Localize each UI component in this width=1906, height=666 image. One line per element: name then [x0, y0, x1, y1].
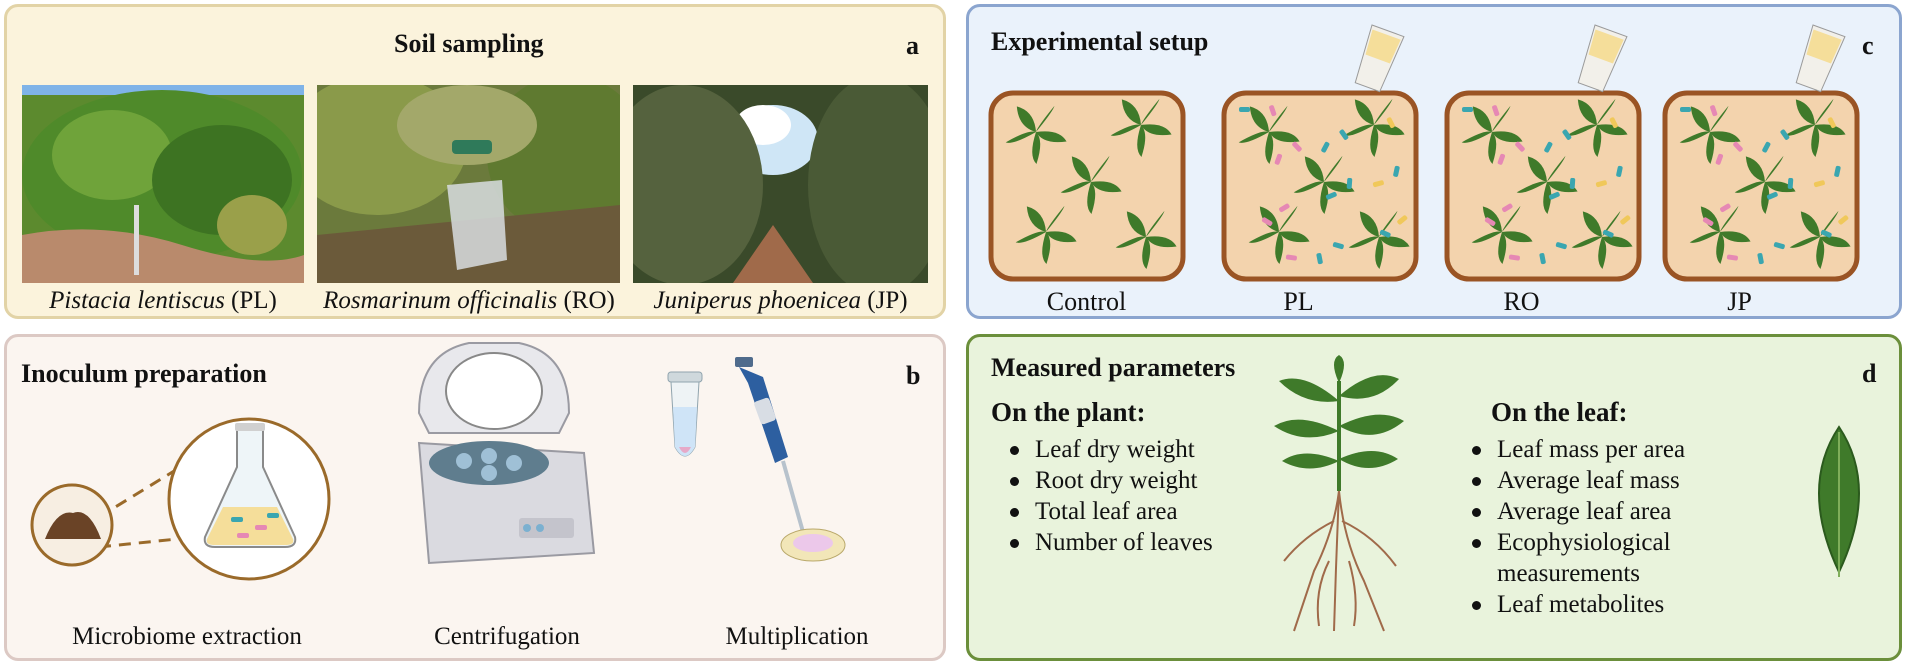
panel-b-letter: b	[906, 361, 921, 390]
panel-soil-sampling: Soil sampling a	[4, 4, 946, 319]
panel-a-letter: a	[906, 31, 919, 60]
leaf-measures-list: Leaf mass per area Average leaf mass Ave…	[1467, 434, 1727, 620]
list-item: Average leaf mass	[1467, 465, 1727, 496]
soil-pile-icon	[30, 483, 114, 567]
treatment-label-jp: JP	[1727, 287, 1752, 316]
microbiome-extraction-illustration	[30, 417, 331, 581]
list-item: Total leaf area	[1005, 496, 1213, 527]
panel-c-title: Experimental setup	[991, 27, 1209, 56]
petri-dish-icon	[780, 528, 846, 562]
list-item: Leaf mass per area	[1467, 434, 1727, 465]
treatment-label-pl: PL	[1283, 287, 1314, 316]
inoculum-tube-icon	[1577, 24, 1628, 93]
caption-photo-1: Pistacia lentiscus (PL)	[22, 287, 304, 315]
list-item: Ecophysiological measurements	[1467, 527, 1727, 589]
photo-juniperus-phoenicea	[633, 85, 928, 283]
panel-d-title: Measured parameters	[991, 353, 1236, 382]
caption-photo-2: Rosmarinum officinalis (RO)	[313, 287, 625, 315]
leaf-icon	[1818, 425, 1860, 577]
panel-b-title: Inoculum preparation	[21, 359, 267, 388]
eppendorf-tube-icon	[667, 371, 703, 457]
sampling-bag-icon	[447, 140, 507, 270]
treatment-label-control: Control	[1046, 287, 1127, 316]
caption-photo-3: Juniperus phoenicea (JP)	[633, 287, 928, 315]
panel-c-letter: c	[1862, 31, 1874, 60]
pot-jp	[1662, 90, 1860, 282]
photo-pistacia-lentiscus	[22, 85, 304, 283]
panel-a-title: Soil sampling	[394, 29, 544, 58]
panel-inoculum-preparation: Inoculum preparation b	[4, 334, 946, 661]
step-label-centrifugation: Centrifugation	[434, 623, 580, 650]
step-label-microbiome-extraction: Microbiome extraction	[72, 623, 302, 650]
caption-species: Juniperus phoenicea	[653, 287, 862, 314]
list-item: Leaf dry weight	[1005, 434, 1213, 465]
caption-abbr: (PL)	[231, 287, 277, 314]
inoculum-tube-icon	[1354, 24, 1405, 93]
photo-rosmarinum-officinalis	[317, 85, 620, 283]
caption-abbr: (RO)	[563, 287, 615, 314]
inoculum-tube-icon	[1795, 24, 1846, 93]
plant-heading: On the plant:	[991, 397, 1146, 427]
caption-abbr: (JP)	[867, 287, 908, 314]
panel-d-letter: d	[1862, 359, 1877, 388]
pot-pl	[1221, 90, 1419, 282]
treatment-label-ro: RO	[1503, 287, 1540, 316]
centrifuge-icon	[417, 342, 596, 565]
step-label-multiplication: Multiplication	[725, 623, 869, 650]
multiplication-illustration	[667, 357, 846, 562]
plant-with-roots-icon	[1274, 355, 1404, 632]
micropipette-icon	[735, 357, 805, 533]
panel-measured-parameters: Measured parameters d On the plant: Leaf…	[966, 334, 1902, 661]
pot-ro	[1444, 90, 1642, 282]
list-item: Leaf metabolites	[1467, 589, 1727, 620]
erlenmeyer-flask-icon	[203, 423, 297, 548]
list-item: Number of leaves	[1005, 527, 1213, 558]
panel-experimental-setup: Experimental setup c Control PL RO JP	[966, 4, 1902, 319]
list-item: Average leaf area	[1467, 496, 1727, 527]
plant-measures-list: Leaf dry weight Root dry weight Total le…	[1005, 434, 1213, 558]
list-item: Root dry weight	[1005, 465, 1213, 496]
pots-drawing	[988, 24, 1860, 282]
leaf-heading: On the leaf:	[1491, 397, 1628, 427]
caption-species: Rosmarinum officinalis	[323, 287, 558, 314]
caption-species: Pistacia lentiscus	[49, 287, 225, 314]
pot-control	[988, 90, 1186, 282]
